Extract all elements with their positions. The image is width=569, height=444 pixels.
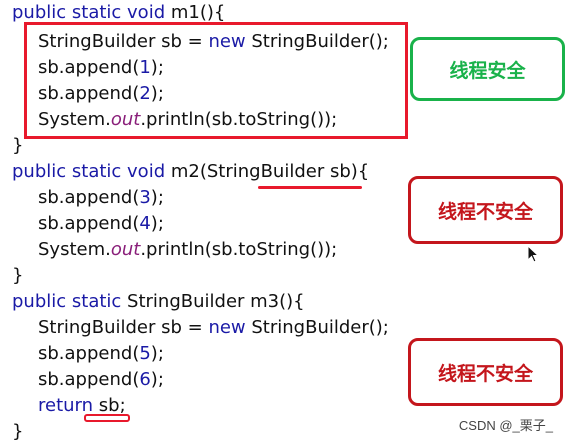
number-literal: 6 [139, 369, 151, 390]
code-text: StringBuilder(); [245, 31, 389, 52]
m3-line-1: StringBuilder sb = new StringBuilder(); [38, 315, 389, 340]
code-text: sb; [93, 395, 126, 416]
m1-body-highlight-box [24, 22, 408, 139]
m3-close-brace: } [12, 421, 24, 442]
keyword: return [38, 395, 94, 416]
code-text: sb.append( [38, 213, 140, 234]
code-text: .println(sb.toString()); [140, 109, 338, 130]
keyword: public static [12, 291, 122, 312]
number-literal: 1 [139, 57, 151, 78]
m2-close-brace: } [12, 265, 24, 286]
m3-line-4: return sb; [38, 393, 126, 418]
m2-signature: public static void m2(StringBuilder sb){ [12, 159, 369, 184]
number-literal: 5 [139, 343, 151, 364]
m3-line-2: sb.append(5); [38, 341, 164, 366]
code-text: StringBuilder m3(){ [121, 291, 305, 312]
code-text: .println(sb.toString()); [140, 239, 338, 260]
keyword: public static void [12, 2, 166, 23]
code-text: sb.append( [38, 369, 140, 390]
static-field: out [110, 109, 141, 130]
return-highlight-box [84, 414, 130, 422]
code-text: sb.append( [38, 57, 140, 78]
code-text: StringBuilder sb = [38, 317, 209, 338]
code-text: ); [150, 57, 164, 78]
keyword: new [208, 317, 246, 338]
m2-line-2: sb.append(4); [38, 211, 164, 236]
code-text: ); [150, 369, 164, 390]
code-text: sb.append( [38, 187, 140, 208]
param-underline [258, 186, 362, 189]
code-text: m1(){ [165, 2, 226, 23]
code-text: sb.append( [38, 343, 140, 364]
m2-line-3: System.out.println(sb.toString()); [38, 237, 337, 262]
m1-line-3: sb.append(2); [38, 81, 164, 106]
number-literal: 3 [139, 187, 151, 208]
code-text: StringBuilder sb = [38, 31, 209, 52]
code-text: ); [150, 213, 164, 234]
code-text: ); [150, 343, 164, 364]
m1-signature: public static void m1(){ [12, 0, 225, 25]
m1-line-4: System.out.println(sb.toString()); [38, 107, 337, 132]
code-text: System. [38, 239, 111, 260]
mouse-pointer-icon [527, 245, 539, 263]
m1-line-2: sb.append(1); [38, 55, 164, 80]
code-text: StringBuilder(); [245, 317, 389, 338]
m3-line-3: sb.append(6); [38, 367, 164, 392]
code-text: ); [150, 83, 164, 104]
thread-safe-badge: 线程安全 [410, 37, 565, 101]
code-text: m2(StringBuilder sb){ [165, 161, 370, 182]
code-text: sb.append( [38, 83, 140, 104]
m1-line-1: StringBuilder sb = new StringBuilder(); [38, 29, 389, 54]
code-text: ); [150, 187, 164, 208]
number-literal: 4 [139, 213, 151, 234]
csdn-watermark: CSDN @_栗子_ [458, 418, 553, 433]
thread-unsafe-badge-param: 线程不安全 [408, 176, 563, 244]
keyword: public static void [12, 161, 166, 182]
number-literal: 2 [139, 83, 151, 104]
static-field: out [110, 239, 141, 260]
code-text: System. [38, 109, 111, 130]
thread-unsafe-badge-return: 线程不安全 [408, 338, 563, 406]
keyword: new [208, 31, 246, 52]
m1-close-brace: } [12, 135, 24, 156]
m2-line-1: sb.append(3); [38, 185, 164, 210]
m3-signature: public static StringBuilder m3(){ [12, 289, 305, 314]
